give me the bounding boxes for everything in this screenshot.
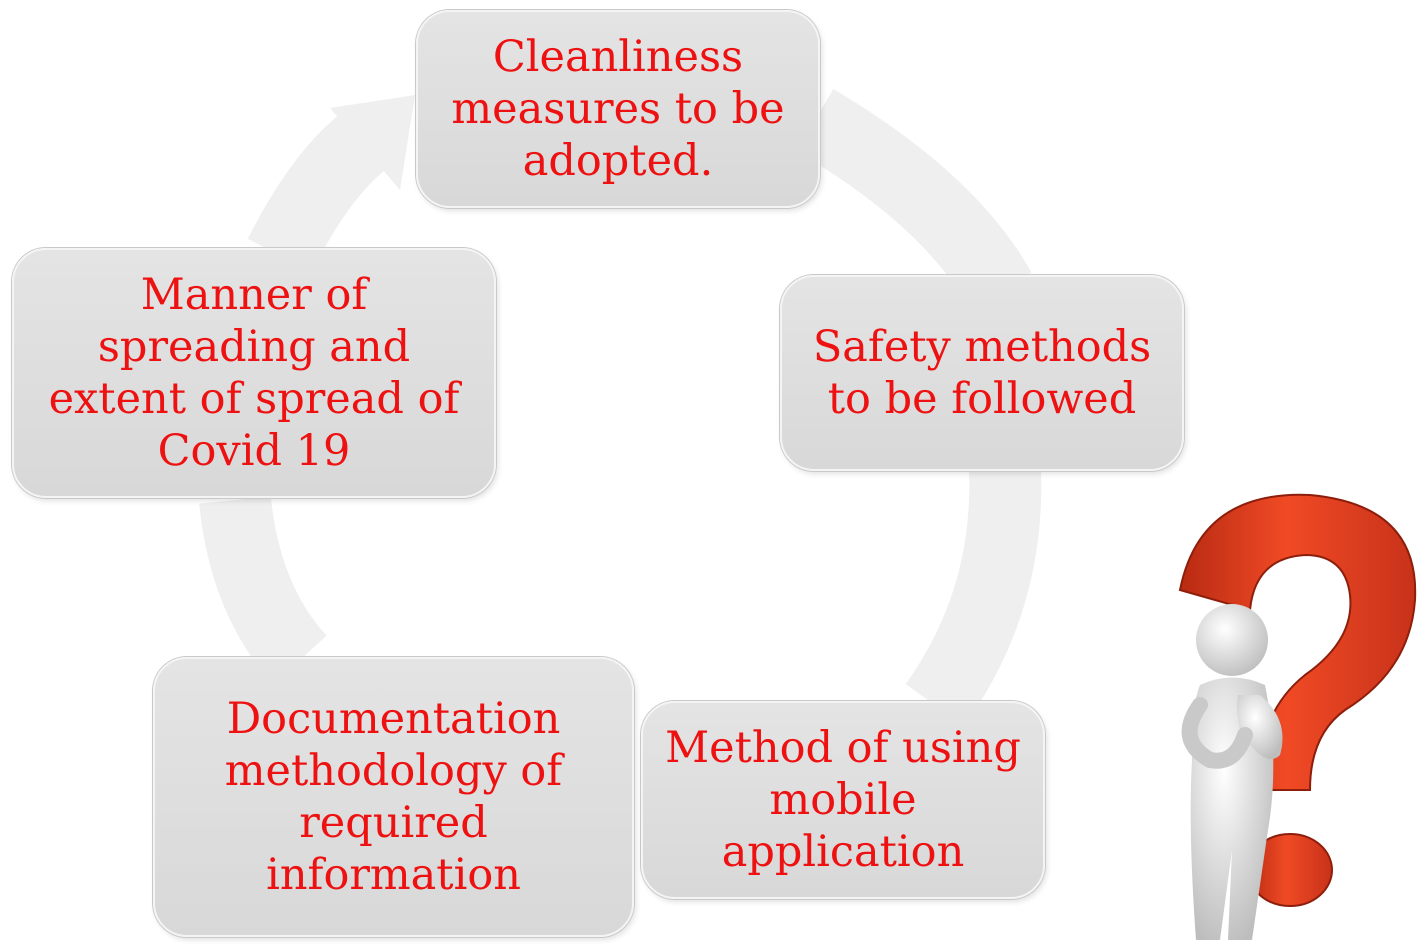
ring-arc-top-right bbox=[796, 89, 1032, 309]
step-box-spread: Manner of spreading and extent of spread… bbox=[12, 248, 496, 498]
step-label-documentation: Documentation methodology of required in… bbox=[224, 694, 563, 900]
step-label-mobile-app: Method of using mobile application bbox=[665, 723, 1021, 877]
person-arm bbox=[1236, 695, 1283, 760]
step-box-mobile-app: Method of using mobile application bbox=[641, 701, 1045, 899]
question-mark-hook bbox=[1178, 493, 1417, 791]
person-head bbox=[1196, 604, 1268, 676]
step-label-spread: Manner of spreading and extent of spread… bbox=[48, 270, 460, 476]
step-box-cleanliness: Cleanliness measures to be adopted. bbox=[416, 10, 820, 208]
person-arm-under bbox=[1181, 697, 1253, 769]
step-box-documentation: Documentation methodology of required in… bbox=[153, 657, 634, 937]
step-label-safety: Safety methods to be followed bbox=[812, 322, 1152, 424]
step-label-cleanliness: Cleanliness measures to be adopted. bbox=[451, 32, 785, 186]
ring-arc-left bbox=[199, 495, 328, 685]
ring-arc-right bbox=[905, 468, 1042, 726]
ring-arc-top-left bbox=[247, 111, 388, 272]
ring-arrowhead bbox=[330, 95, 415, 190]
step-box-safety: Safety methods to be followed bbox=[780, 275, 1184, 471]
person-with-question-mark-icon bbox=[1178, 493, 1417, 940]
